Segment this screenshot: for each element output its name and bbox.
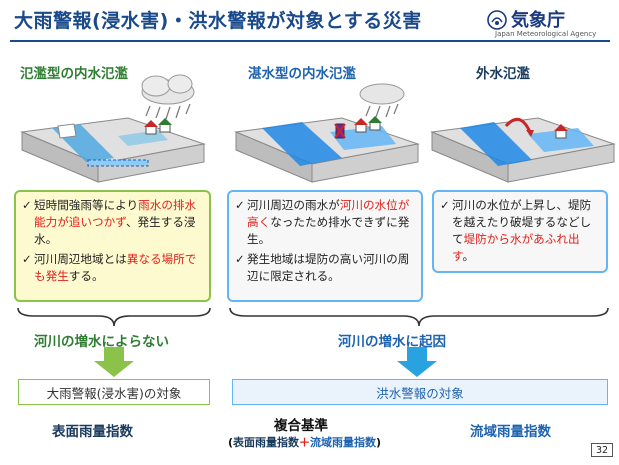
formula-close: ) (376, 436, 382, 449)
bracket-right (229, 307, 609, 327)
down-arrow-green-icon (94, 347, 134, 377)
group-label-river-rise: 河川の増水に起因 (338, 334, 446, 350)
check-icon: ✓ (440, 198, 450, 212)
plain-text: 河川周辺の雨水が (247, 198, 340, 212)
rain-cloud-icon (141, 74, 195, 120)
bullet-text: 河川周辺の雨水が河川の水位が高くなったため排水できずに発生。 (247, 197, 415, 248)
plain-text: する。 (68, 269, 104, 283)
index-combined-criteria: 複合基準 (274, 418, 328, 434)
heading-fluvial-flood: 外水氾濫 (476, 66, 530, 82)
illustration-fluvial-flood (428, 74, 618, 186)
plain-text: 河川周辺地域とは (34, 252, 127, 266)
plain-text: 河川の水位が上昇し、堤防を越えたり破堤するなどして (452, 198, 592, 246)
page-number: 32 (591, 443, 613, 457)
explanation-pluvial-overflow: ✓短時間強雨等により雨水の排水能力が追いつかず、発生する浸水。 ✓河川周辺地域と… (14, 190, 211, 302)
bullet-item: ✓短時間強雨等により雨水の排水能力が追いつかず、発生する浸水。 (22, 197, 203, 248)
explanation-pluvial-ponding: ✓河川周辺の雨水が河川の水位が高くなったため排水できずに発生。 ✓発生地域は堤防… (227, 190, 423, 302)
house-icon (554, 124, 568, 139)
check-icon: ✓ (22, 198, 32, 212)
index-combined-formula: (表面雨量指数＋流域雨量指数) (228, 434, 381, 450)
down-arrow-blue-icon (397, 347, 437, 377)
index-surface-rainfall: 表面雨量指数 (52, 424, 133, 440)
bullet-item: ✓河川の水位が上昇し、堤防を越えたり破堤するなどして堤防から水があふれ出す。 (440, 197, 600, 265)
formula-open: ( (228, 436, 234, 449)
bullet-text: 河川周辺地域とは異なる場所でも発生する。 (34, 251, 203, 285)
house-icon (354, 116, 382, 133)
agency-logo-block: 気象庁 Japan Meteorological Agency (487, 6, 607, 42)
bracket-left (17, 307, 211, 327)
target-flood-warning: 洪水警報の対象 (232, 379, 608, 405)
plain-text: 発生地域は堤防の高い河川の周辺に限定される。 (247, 252, 410, 283)
bullet-item: ✓河川周辺地域とは異なる場所でも発生する。 (22, 251, 203, 285)
formula-plus: ＋ (299, 436, 311, 449)
plain-text: なったため排水できずに発生。 (247, 215, 410, 246)
highlight-text: 異なる場所でも発生 (34, 252, 197, 283)
highlight-text: 河川の水位が高く (247, 198, 410, 229)
heading-pluvial-overflow: 氾濫型の内水氾濫 (20, 66, 128, 82)
target-heavy-rain-warning: 大雨警報(浸水害)の対象 (18, 379, 210, 405)
agency-english-name: Japan Meteorological Agency (495, 30, 597, 38)
title-rule (10, 40, 610, 42)
bullet-item: ✓河川周辺の雨水が河川の水位が高くなったため排水できずに発生。 (235, 197, 415, 248)
group-label-not-river: 河川の増水によらない (34, 334, 169, 350)
check-icon: ✓ (235, 198, 245, 212)
plain-text: 短時間強雨等により (34, 198, 139, 212)
formula-surface: 表面雨量指数 (233, 436, 300, 449)
bullet-text: 発生地域は堤防の高い河川の周辺に限定される。 (247, 251, 415, 285)
rain-cloud-icon (359, 83, 405, 118)
highlight-text: 堤防から水があふれ出す (452, 232, 580, 263)
illustration-pluvial-ponding (232, 74, 422, 186)
agency-name: 気象庁 (511, 10, 565, 31)
heading-pluvial-ponding: 湛水型の内水氾濫 (248, 66, 356, 82)
check-icon: ✓ (235, 252, 245, 266)
page-title: 大雨警報(浸水害)・洪水警報が対象とする災害 (14, 10, 422, 32)
bullet-item: ✓発生地域は堤防の高い河川の周辺に限定される。 (235, 251, 415, 285)
explanation-fluvial-flood: ✓河川の水位が上昇し、堤防を越えたり破堤するなどして堤防から水があふれ出す。 (432, 190, 608, 273)
formula-basin: 流域雨量指数 (310, 436, 377, 449)
jma-logo-icon (487, 10, 507, 30)
index-basin-rainfall: 流域雨量指数 (470, 424, 551, 440)
bullet-text: 河川の水位が上昇し、堤防を越えたり破堤するなどして堤防から水があふれ出す。 (452, 197, 600, 265)
house-icon (144, 118, 172, 135)
plain-text: 、発生する浸水。 (34, 215, 196, 246)
check-icon: ✓ (22, 252, 32, 266)
highlight-text: 雨水の排水能力が追いつかず (34, 198, 197, 229)
illustration-pluvial-overflow (18, 74, 208, 186)
plain-text: 。 (462, 249, 475, 263)
bullet-text: 短時間強雨等により雨水の排水能力が追いつかず、発生する浸水。 (34, 197, 203, 248)
